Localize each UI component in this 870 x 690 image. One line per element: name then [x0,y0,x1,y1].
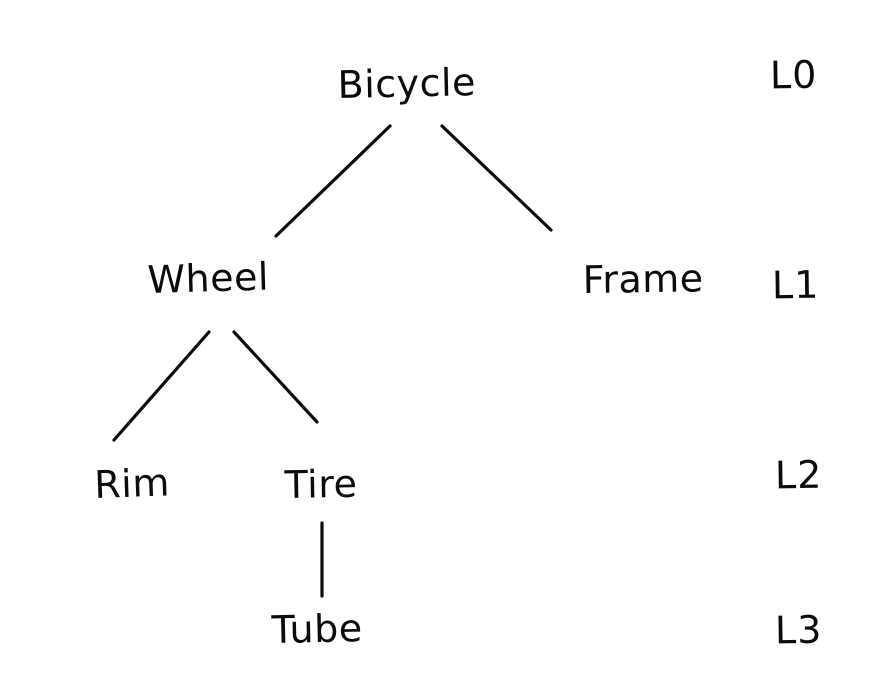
node-tire: Tire [284,461,358,507]
level-label-l2: L2 [774,452,823,498]
level-label-l1: L1 [771,262,820,308]
level-label-l0: L0 [769,52,818,98]
node-frame: Frame [582,256,704,302]
node-rim: Rim [93,460,171,507]
node-bicycle: Bicycle [337,60,477,107]
node-tube: Tube [271,606,364,652]
edge-bicycle-wheel [274,124,392,238]
node-wheel: Wheel [146,254,270,302]
level-label-l3: L3 [774,607,823,653]
edge-wheel-tire [232,330,319,424]
edge-wheel-rim [112,330,211,442]
edge-bicycle-frame [440,124,553,232]
